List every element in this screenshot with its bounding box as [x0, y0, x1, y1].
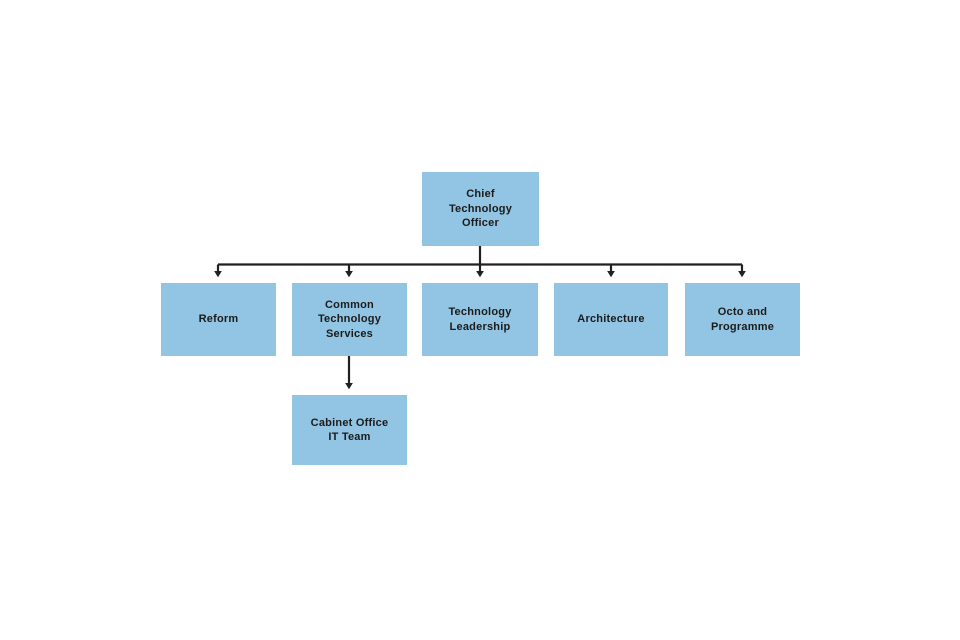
org-node-chief-technology-officer[interactable]: Chief Technology Officer	[422, 172, 539, 246]
org-node-label: Technology Leadership	[448, 306, 512, 333]
org-node-label: Architecture	[577, 313, 645, 326]
org-node-common-technology-services[interactable]: Common Technology Services	[292, 283, 407, 356]
org-node-label: Common Technology Services	[317, 298, 382, 340]
org-node-label: Cabinet Office IT Team	[310, 416, 389, 444]
org-node-architecture[interactable]: Architecture	[554, 283, 668, 356]
org-node-octo-and-programme[interactable]: Octo and Programme	[685, 283, 800, 356]
org-node-reform[interactable]: Reform	[161, 283, 276, 356]
org-node-technology-leadership[interactable]: Technology Leadership	[422, 283, 538, 356]
org-node-label: Reform	[198, 313, 239, 326]
org-node-cabinet-office-it-team[interactable]: Cabinet Office IT Team	[292, 395, 407, 465]
org-node-label: Octo and Programme	[710, 306, 775, 333]
org-node-label: Chief Technology Officer	[448, 188, 513, 230]
